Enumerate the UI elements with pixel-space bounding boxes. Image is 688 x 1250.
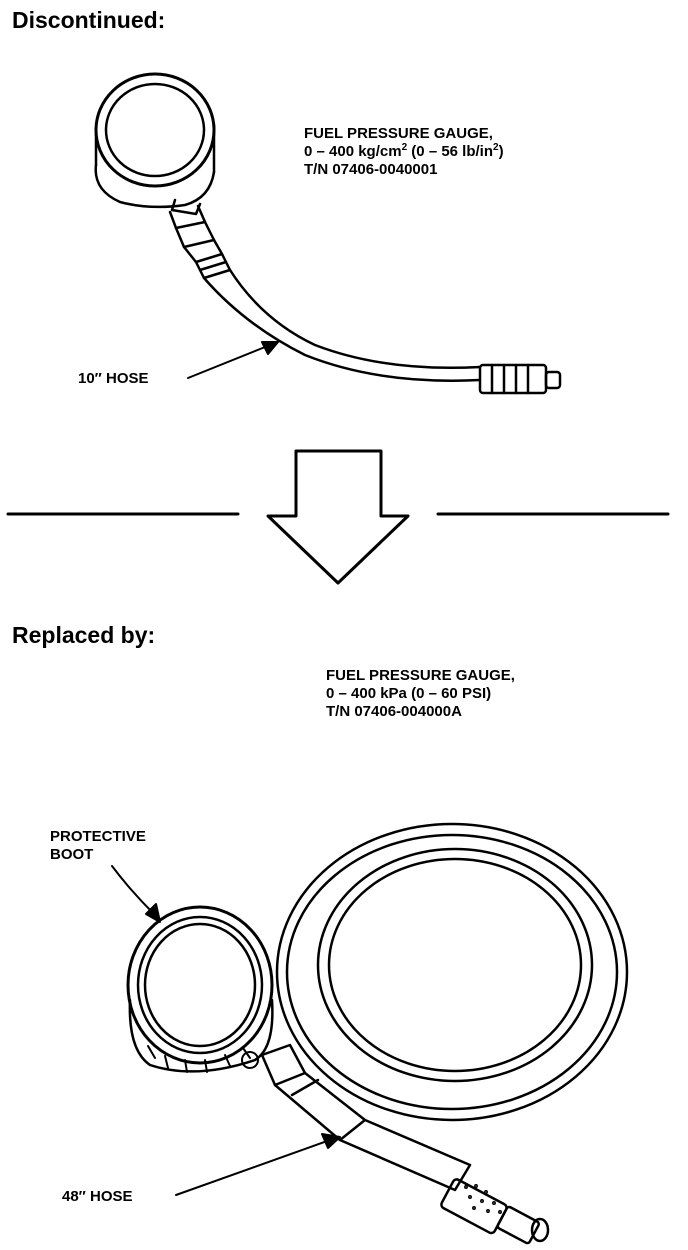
old-hose-label: 10″ HOSE bbox=[78, 370, 149, 387]
old-tool-name: FUEL PRESSURE GAUGE, bbox=[304, 125, 493, 142]
boot-label-line1: PROTECTIVE bbox=[50, 828, 146, 845]
old-range-close: ) bbox=[498, 143, 504, 160]
boot-label-line2: BOOT bbox=[50, 846, 94, 863]
old-tool-part-number: T/N 07406-0040001 bbox=[304, 161, 438, 178]
old-range-kg-exponent: 2 bbox=[401, 142, 408, 153]
new-hose-coil bbox=[275, 822, 629, 1122]
new-tool-part-number: T/N 07406-004000A bbox=[326, 703, 462, 720]
old-gauge-illustration bbox=[94, 72, 562, 395]
old-range-lb: (0 – 56 lb/in bbox=[407, 143, 494, 160]
boot-arrow bbox=[111, 865, 161, 923]
new-gauge-illustration bbox=[126, 905, 550, 1245]
old-tool-range: 0 – 400 kg/cm2 (0 – 56 lb/in2) bbox=[304, 143, 504, 161]
old-tool-spec: FUEL PRESSURE GAUGE, 0 – 400 kg/cm2 (0 –… bbox=[304, 125, 504, 179]
new-hose-arrow bbox=[175, 1133, 341, 1196]
new-hose-label: 48″ HOSE bbox=[62, 1188, 133, 1205]
discontinued-heading: Discontinued: bbox=[12, 7, 166, 33]
replaced-by-heading: Replaced by: bbox=[12, 622, 156, 648]
new-tool-name: FUEL PRESSURE GAUGE, bbox=[326, 667, 515, 684]
old-hose-arrow bbox=[187, 341, 279, 379]
boot-label: PROTECTIVE BOOT bbox=[50, 828, 146, 864]
old-range-kg: 0 – 400 kg/cm bbox=[304, 143, 402, 160]
replacement-arrow bbox=[266, 449, 410, 585]
new-tool-spec: FUEL PRESSURE GAUGE, 0 – 400 kPa (0 – 60… bbox=[326, 667, 515, 721]
new-tool-range: 0 – 400 kPa (0 – 60 PSI) bbox=[326, 685, 492, 702]
old-range-lb-exponent: 2 bbox=[493, 142, 499, 153]
